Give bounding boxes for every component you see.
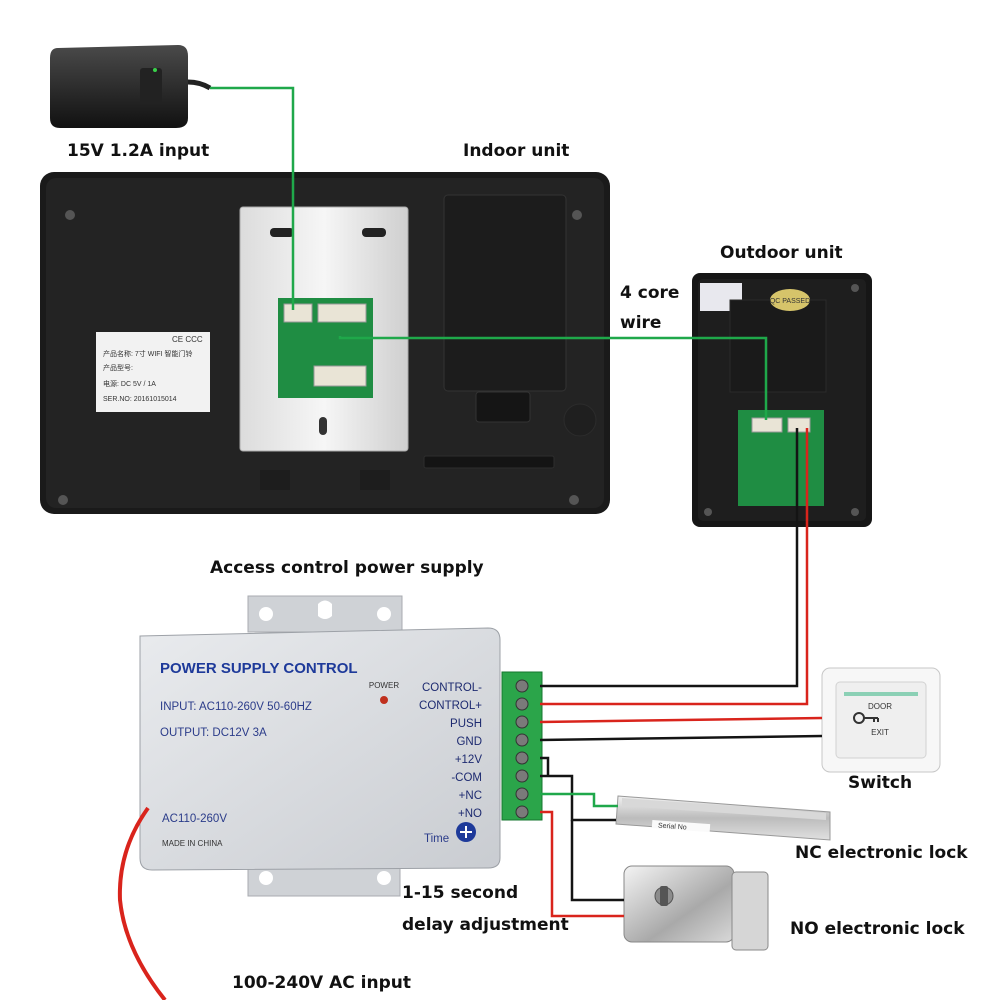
no-electronic-lock — [623, 865, 769, 951]
terminal-screw — [515, 805, 529, 819]
green-wire — [540, 792, 618, 808]
nc-lock-label: NC electronic lock — [795, 843, 968, 863]
maglock-plate-text: Serial No — [658, 822, 687, 831]
adapter-input-label: 15V 1.2A input — [67, 141, 209, 161]
terminal-label-com: -COM — [451, 772, 482, 784]
indoor-label-line3: 电源: DC 5V / 1A — [103, 379, 156, 388]
black-wire — [540, 428, 799, 688]
psu-title: POWER SUPPLY CONTROL — [160, 660, 358, 677]
black-wire — [540, 756, 550, 776]
indoor-label-line4: SER.NO: 20161015014 — [103, 396, 177, 403]
psu-ac-label: AC110-260V — [162, 813, 227, 825]
exit-switch: DOOR EXIT — [821, 667, 941, 773]
terminal-screw — [515, 697, 529, 711]
psu-output-spec: OUTPUT: DC12V 3A — [160, 727, 267, 739]
indoor-cert-marks: CE CCC — [172, 335, 203, 344]
four-core-wire-label-1: 4 core — [620, 283, 679, 303]
terminal-label-control-minus: CONTROL- — [422, 682, 482, 694]
terminal-screw — [515, 787, 529, 801]
nc-electronic-lock: Serial No — [615, 795, 831, 841]
green-wire — [210, 86, 295, 310]
black-wire — [539, 734, 823, 742]
four-core-wire-label-2: wire — [620, 313, 661, 333]
terminal-screw — [515, 715, 529, 729]
delay-label-1: 1-15 second — [402, 883, 518, 903]
terminal-label-12v: +12V — [455, 754, 483, 766]
black-wire — [570, 820, 624, 902]
terminal-label-control-plus: CONTROL+ — [419, 700, 482, 712]
svg-text:QC PASSED: QC PASSED — [770, 298, 810, 305]
outdoor-unit: QC PASSED — [692, 273, 872, 527]
access-control-power-supply — [139, 595, 543, 897]
ac-input-label: 100-240V AC input — [232, 973, 411, 993]
red-wire — [539, 716, 823, 724]
key-icon — [853, 712, 879, 724]
indoor-unit-label: Indoor unit — [463, 141, 569, 161]
speaker-grille — [563, 403, 597, 437]
psu-power-led-label: POWER — [369, 681, 399, 690]
terminal-label-gnd: GND — [456, 736, 482, 748]
green-wire — [338, 336, 768, 420]
access-power-label: Access control power supply — [210, 558, 484, 578]
exit-switch-exit-text: EXIT — [871, 728, 889, 737]
outdoor-unit-label: Outdoor unit — [720, 243, 843, 263]
psu-input-spec: INPUT: AC110-260V 50-60HZ — [160, 701, 312, 713]
terminal-label-nc: +NC — [459, 790, 482, 802]
indoor-unit: CE CCC 产品名称: 7寸 WIFI 智能门铃 产品型号: 电源: DC 5… — [40, 172, 610, 514]
red-wire — [540, 810, 624, 918]
terminal-label-push: PUSH — [450, 718, 482, 730]
terminal-screw — [515, 751, 529, 765]
indoor-label-line1: 产品名称: 7寸 WIFI 智能门铃 — [103, 349, 192, 358]
power-adapter — [50, 45, 212, 128]
ac-input-cord — [117, 806, 167, 1000]
terminal-label-no: +NO — [458, 808, 482, 820]
no-lock-label: NO electronic lock — [790, 919, 965, 939]
terminal-screw — [515, 679, 529, 693]
switch-label: Switch — [848, 773, 912, 793]
qc-passed-sticker: QC PASSED — [770, 289, 810, 311]
wires — [210, 86, 823, 918]
indoor-label-line2: 产品型号: — [103, 363, 133, 372]
black-wire — [540, 774, 616, 822]
red-wire — [540, 428, 809, 706]
exit-switch-door-text: DOOR — [868, 702, 892, 711]
psu-time-label: Time — [424, 833, 449, 845]
terminal-screw — [515, 769, 529, 783]
delay-label-2: delay adjustment — [402, 915, 569, 935]
psu-made-in: MADE IN CHINA — [162, 839, 223, 848]
terminal-screw — [515, 733, 529, 747]
